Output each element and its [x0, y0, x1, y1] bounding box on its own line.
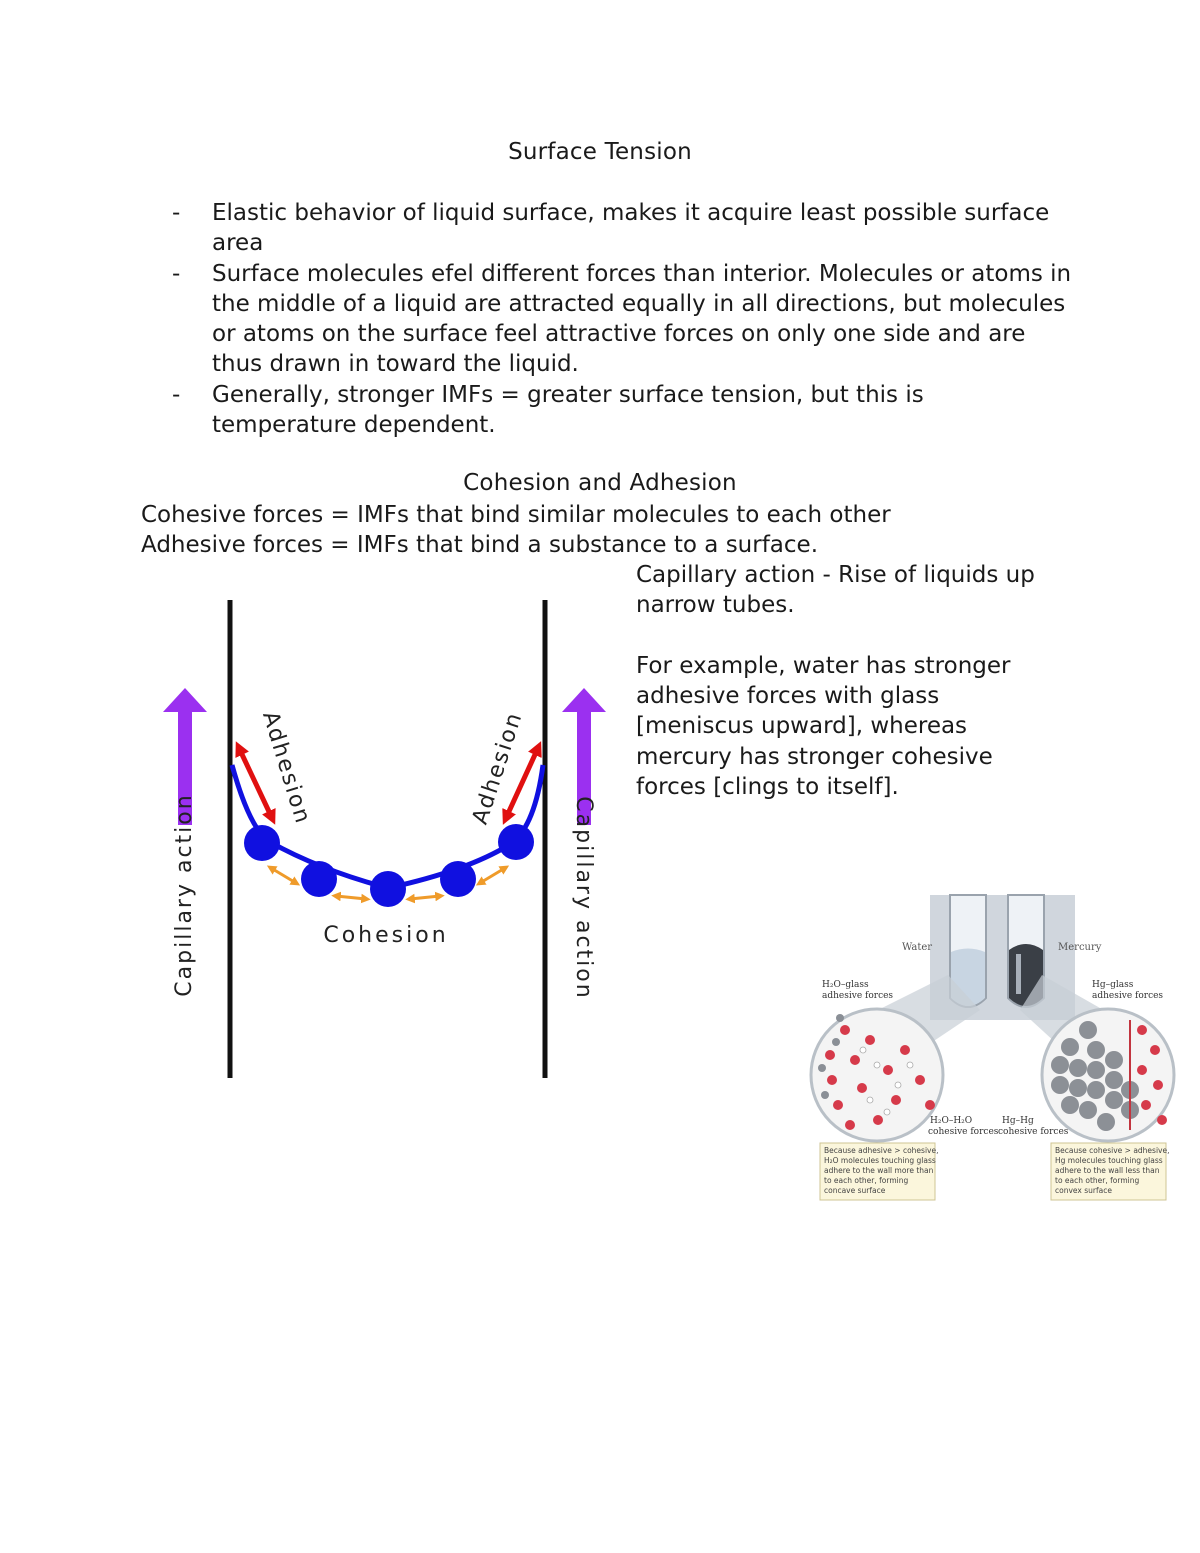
- cohesion-arrow: [405, 891, 445, 904]
- mercury-label: Mercury: [1058, 942, 1102, 953]
- molecule: [498, 824, 534, 860]
- mercury-caption: Because cohesive > adhesive, Hg molecule…: [1055, 1146, 1172, 1195]
- hg-hg-sub-label: cohesive forces: [998, 1127, 1069, 1137]
- adhesive-definition: Adhesive forces = IMFs that bind a subst…: [141, 532, 819, 558]
- capillary-arrow-left: [163, 688, 207, 825]
- molecule: [370, 871, 406, 907]
- capillary-label-right: Capillary action: [571, 796, 596, 999]
- hg-glass-sub-label: adhesive forces: [1092, 991, 1163, 1001]
- caption-line: Because cohesive > adhesive,: [1055, 1146, 1169, 1155]
- mercury-atoms-circle: [1040, 1007, 1176, 1143]
- water-label: Water: [902, 942, 932, 953]
- bullet-text: Elastic behavior of liquid surface, make…: [212, 200, 1050, 257]
- capillary-definition: Capillary action - Rise of liquids up na…: [636, 562, 1035, 619]
- cohesion-arrow: [475, 865, 510, 886]
- water-caption-box: [819, 1142, 936, 1201]
- capillary-example: For example, water has stronger adhesive…: [636, 652, 1011, 801]
- h2o-glass-label: H₂O–glass: [822, 980, 869, 990]
- h2o-glass-sub-label: adhesive forces: [822, 991, 893, 1001]
- h2o-h2o-sub-label: cohesive forces: [928, 1127, 999, 1137]
- molecule: [244, 825, 280, 861]
- molecule: [301, 861, 337, 897]
- caption-line: to each other, forming: [1055, 1176, 1139, 1185]
- caption-line: concave surface: [824, 1186, 886, 1195]
- cohesion-arrow: [331, 891, 371, 904]
- adhesion-arrow-left: [235, 741, 276, 825]
- bullet-marker: -: [172, 260, 181, 287]
- capillary-diagram: Capillary action Capillary action Adhesi…: [163, 600, 606, 1078]
- molecule: [440, 861, 476, 897]
- bullet-item: - Elastic behavior of liquid surface, mak…: [172, 198, 1072, 259]
- cohesive-definition: Cohesive forces = IMFs that bind similar…: [141, 502, 891, 528]
- water-molecules-circle: [809, 1007, 945, 1143]
- caption-line: Because adhesive > cohesive,: [824, 1146, 938, 1155]
- capillary-arrow-right: [562, 688, 606, 825]
- meniscus-figure: Water Mercury: [809, 894, 1176, 1201]
- surface-tension-bullets: - Elastic behavior of liquid surface, mak…: [172, 198, 1072, 440]
- section-title-cohesion-adhesion: Cohesion and Adhesion: [463, 470, 737, 496]
- caption-line: adhere to the wall more than: [824, 1166, 934, 1175]
- capillary-label-left: Capillary action: [172, 793, 197, 996]
- bullet-item: - Generally, stronger IMFs = greater surf…: [172, 380, 1072, 441]
- adhesion-arrow-right: [502, 741, 542, 825]
- bullet-text: Surface molecules efel different forces …: [212, 260, 1072, 378]
- mercury-caption-box: [1050, 1142, 1167, 1201]
- bullet-marker: -: [172, 200, 181, 226]
- capillary-explanation: Capillary action - Rise of liquids up na…: [636, 560, 1056, 802]
- cohesion-label: Cohesion: [323, 923, 448, 948]
- water-caption: Because adhesive > cohesive, H₂O molecul…: [824, 1146, 941, 1195]
- bullet-marker: -: [172, 381, 181, 408]
- caption-line: adhere to the wall less than: [1055, 1166, 1160, 1175]
- adhesion-label-right: Adhesion: [468, 708, 528, 827]
- bullet-item: - Surface molecules efel different forces…: [172, 259, 1072, 380]
- h2o-h2o-label: H₂O–H₂O: [930, 1116, 972, 1126]
- hg-hg-label: Hg–Hg: [1002, 1116, 1034, 1126]
- cohesion-arrow: [266, 865, 301, 886]
- caption-line: Hg molecules touching glass: [1055, 1156, 1163, 1165]
- hg-glass-label: Hg–glass: [1092, 980, 1134, 990]
- caption-line: convex surface: [1055, 1186, 1112, 1195]
- caption-line: to each other, forming: [824, 1176, 908, 1185]
- bullet-text: Generally, stronger IMFs = greater surfa…: [212, 381, 924, 439]
- section-title-surface-tension: Surface Tension: [508, 139, 692, 165]
- caption-line: H₂O molecules touching glass: [824, 1156, 936, 1165]
